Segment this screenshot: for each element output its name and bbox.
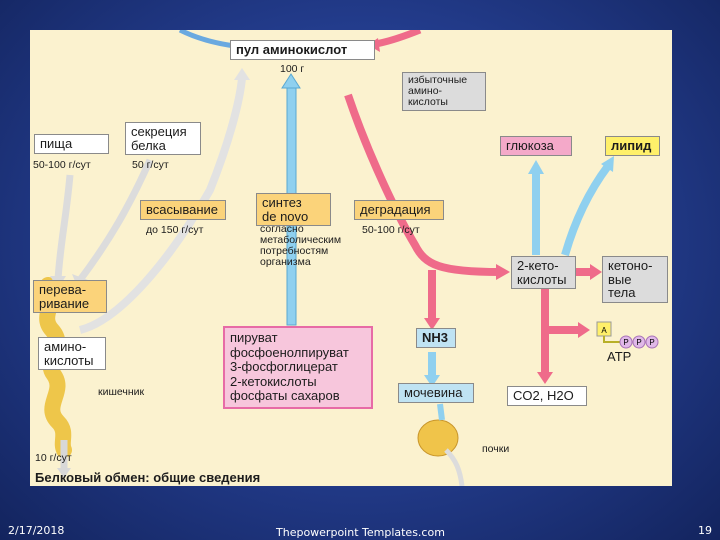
atp-a-letter: A xyxy=(601,326,607,335)
atp-p-letter-2: P xyxy=(636,338,641,347)
excretion-amount-label: 10 г/сут xyxy=(35,452,72,464)
protein-metabolism-diagram: A P P P пул аминокислот 100 г избыточные… xyxy=(30,30,672,486)
glucose-box: глюкоза xyxy=(500,136,572,156)
footer-site: Thepowerpoint Templates.com xyxy=(276,526,445,539)
kidney-ureter xyxy=(444,448,465,486)
pool-top-curve-right xyxy=(374,30,422,48)
synthesis-note-label: согласно метаболическим потребностям орг… xyxy=(260,223,342,269)
amino-acids-box: амино- кислоты xyxy=(38,337,106,371)
precursors-box: пируват фосфоенолпируват 3-фосфоглицерат… xyxy=(223,326,373,409)
atp-label: ATP xyxy=(607,349,632,364)
lipid-arrow xyxy=(561,163,612,257)
intestine-shape xyxy=(39,277,72,458)
pool-top-curve-left xyxy=(178,30,236,49)
kidney-shape xyxy=(417,419,459,457)
nh3-box: NH3 xyxy=(416,328,456,348)
intestine-label: кишечник xyxy=(98,386,145,398)
de-novo-synthesis-box: синтез de novo xyxy=(256,193,331,227)
food-amount-label: 50-100 г/сут xyxy=(33,159,91,171)
atp-p-letter-3: P xyxy=(649,338,654,347)
secretion-amount-label: 50 г/сут xyxy=(132,159,169,171)
protein-secretion-box: секреция белка xyxy=(125,122,201,156)
amino-acid-pool-box: пул аминокислот xyxy=(230,40,375,60)
degradation-box: деградация xyxy=(354,200,444,220)
excess-amino-acids-box: избыточные амино- кислоты xyxy=(402,72,486,112)
urea-box: мочевина xyxy=(398,383,474,403)
digestion-box: перева- ривание xyxy=(33,280,107,314)
atp-phosphate-2 xyxy=(632,335,646,349)
secretion-arrow xyxy=(77,158,154,283)
figure-caption: Белковый обмен: общие сведения xyxy=(35,470,261,485)
keto-acids-box: 2-кето- кислоты xyxy=(511,256,576,290)
lipid-box: липид xyxy=(605,136,660,156)
ketone-bodies-box: кетоно- вые тела xyxy=(602,256,668,303)
co2-h2o-box: CO2, H2O xyxy=(507,386,587,406)
food-arrow xyxy=(54,174,74,281)
atp-phosphate-1 xyxy=(619,335,633,349)
pool-amount-label: 100 г xyxy=(280,63,305,75)
absorption-box: всасывание xyxy=(140,200,226,220)
food-box: пища xyxy=(34,134,109,154)
degradation-arrow xyxy=(344,93,501,276)
atp-phosphate-3 xyxy=(645,335,659,349)
slide-date: 2/17/2018 xyxy=(8,524,65,537)
degradation-amount-label: 50-100 г/сут xyxy=(362,224,420,236)
absorption-amount-label: до 150 г/сут xyxy=(146,224,204,236)
atp-p-letter-1: P xyxy=(623,338,628,347)
kidneys-label: почки xyxy=(482,443,510,455)
slide-number: 19 xyxy=(698,524,712,537)
